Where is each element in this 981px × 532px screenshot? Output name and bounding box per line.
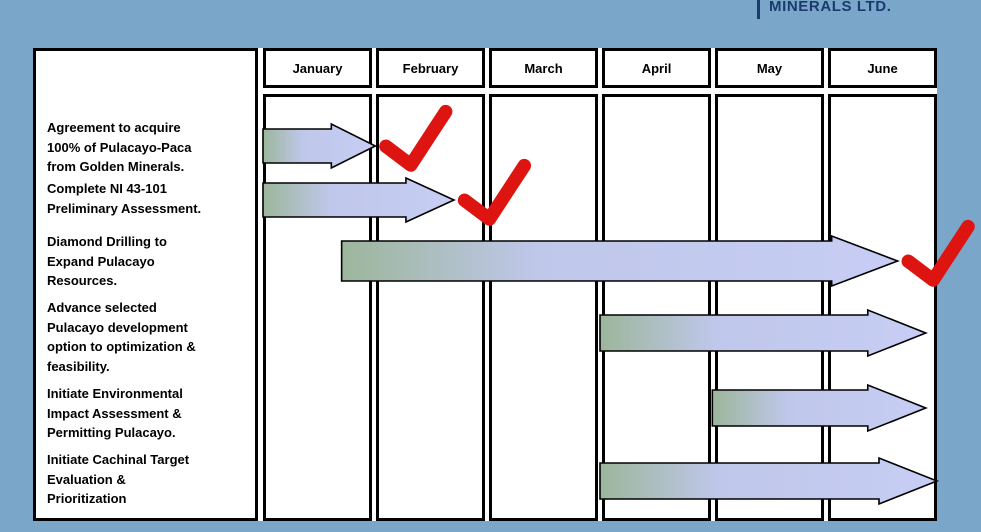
month-header-february: February xyxy=(376,48,485,88)
month-column-february xyxy=(376,94,485,521)
task-label-4: Advance selected Pulacayo development op… xyxy=(47,300,196,374)
month-header-april: April xyxy=(602,48,711,88)
task-label-3: Diamond Drilling to Expand Pulacayo Reso… xyxy=(47,234,167,288)
month-column-june xyxy=(828,94,937,521)
month-header-june: June xyxy=(828,48,937,88)
month-column-march xyxy=(489,94,598,521)
logo-divider-bar xyxy=(757,0,760,19)
month-header-march: March xyxy=(489,48,598,88)
task-label-1: Agreement to acquire 100% of Pulacayo-Pa… xyxy=(47,120,192,174)
company-name: MINERALS LTD. xyxy=(769,0,892,15)
month-column-january xyxy=(263,94,372,521)
task-label-6: Initiate Cachinal Target Evaluation & Pr… xyxy=(47,452,190,506)
month-column-april xyxy=(602,94,711,521)
task-label-5: Initiate Environmental Impact Assessment… xyxy=(47,386,183,440)
month-header-may: May xyxy=(715,48,824,88)
month-column-may xyxy=(715,94,824,521)
month-header-january: January xyxy=(263,48,372,88)
task-label-2: Complete NI 43-101 Preliminary Assessmen… xyxy=(47,181,202,216)
task-label-column xyxy=(33,48,258,521)
